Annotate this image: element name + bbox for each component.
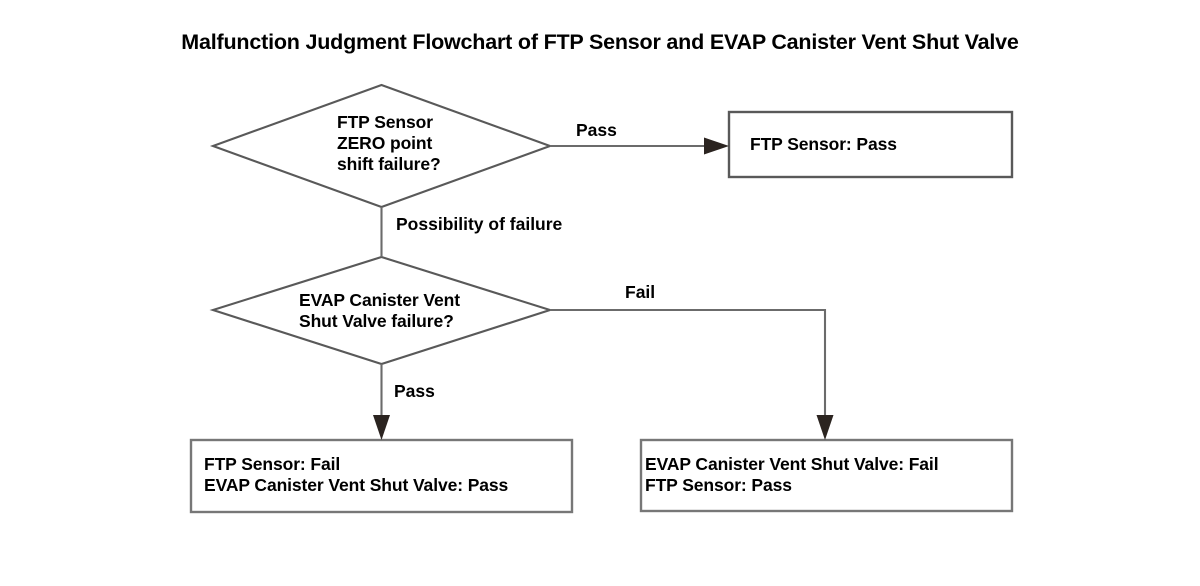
edge-label-evap-fail: Fail [625, 282, 656, 302]
edge-label-possibility: Possibility of failure [396, 214, 563, 234]
result-evap-fail-line-1: EVAP Canister Vent Shut Valve: Fail [645, 454, 939, 474]
edge-label-ftp-pass: Pass [576, 120, 617, 140]
decision-evap-line-1: EVAP Canister Vent [299, 290, 460, 310]
result-ftp-fail-shape [189, 438, 574, 514]
edge-label-evap-pass: Pass [394, 381, 435, 401]
result-ftp-pass-label: FTP Sensor: Pass [750, 134, 897, 155]
edge-evap-fail-line [550, 308, 827, 423]
decision-ftp-line-3: shift failure? [337, 154, 441, 174]
edge-evap-pass-arrowhead [373, 415, 390, 440]
decision-evap-line-2: Shut Valve failure? [299, 311, 454, 331]
result-ftp-pass-shape [727, 110, 1014, 179]
page-title: Malfunction Judgment Flowchart of FTP Se… [181, 30, 1019, 54]
result-evap-fail-shape [639, 438, 1014, 513]
decision-ftp-line-1: FTP Sensor [337, 112, 433, 132]
result-evap-fail-line-2: FTP Sensor: Pass [645, 475, 792, 495]
result-ftp-fail-line-1: FTP Sensor: Fail [204, 454, 341, 474]
edge-ftp-pass-arrowhead [704, 137, 729, 155]
result-ftp-fail-line-2: EVAP Canister Vent Shut Valve: Pass [204, 475, 509, 495]
decision-ftp-line-2: ZERO point [337, 133, 433, 153]
edge-evap-fail-arrowhead [816, 415, 834, 440]
result-ftp-pass-line-1: FTP Sensor: Pass [750, 134, 897, 154]
